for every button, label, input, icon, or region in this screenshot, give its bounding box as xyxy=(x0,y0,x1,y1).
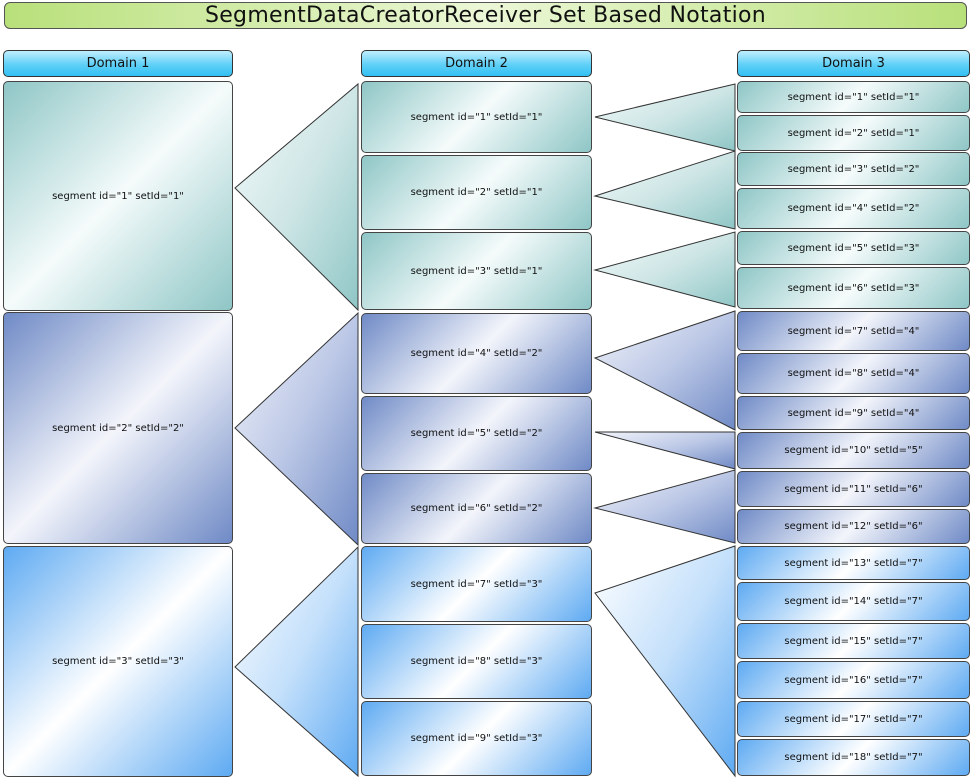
domain-1-segment[interactable]: segment id="1" setId="1" xyxy=(3,81,233,311)
connector-d2-seg4 xyxy=(593,310,736,431)
domain-1-segment[interactable]: segment id="3" setId="3" xyxy=(3,546,233,777)
domain-3-segment[interactable]: segment id="13" setId="7" xyxy=(737,546,970,580)
domain-1-segment[interactable]: segment id="2" setId="2" xyxy=(3,312,233,544)
domain-3-segment[interactable]: segment id="7" setId="4" xyxy=(737,311,970,351)
domain-2-segment[interactable]: segment id="8" setId="3" xyxy=(361,624,592,699)
connector-d2-seg3 xyxy=(593,231,736,308)
connector-d1-seg3 xyxy=(234,545,359,778)
domain-2-segment[interactable]: segment id="6" setId="2" xyxy=(361,473,592,544)
domain-2-header: Domain 2 xyxy=(361,50,592,77)
domain-3-segment[interactable]: segment id="18" setId="7" xyxy=(737,739,970,776)
domain-3-segment[interactable]: segment id="14" setId="7" xyxy=(737,582,970,621)
connector-d2-seg1 xyxy=(594,83,736,152)
domain-2-segment[interactable]: segment id="4" setId="2" xyxy=(361,313,592,394)
domain-1-header: Domain 1 xyxy=(3,50,233,77)
connector-d1-seg1 xyxy=(234,82,359,312)
connector-d2-seg5 xyxy=(594,431,736,470)
domain-3-segment[interactable]: segment id="10" setId="5" xyxy=(737,432,970,469)
domain-3-segment[interactable]: segment id="6" setId="3" xyxy=(737,267,970,309)
diagram-title: SegmentDataCreatorReceiver Set Based Not… xyxy=(4,2,967,29)
domain-3-segment[interactable]: segment id="8" setId="4" xyxy=(737,353,970,394)
domain-3-segment[interactable]: segment id="5" setId="3" xyxy=(737,231,970,265)
domain-3-segment[interactable]: segment id="1" setId="1" xyxy=(737,81,970,113)
connector-d2-seg6 xyxy=(593,469,736,544)
domain-2-segment[interactable]: segment id="7" setId="3" xyxy=(361,546,592,622)
connector-d1-seg2 xyxy=(234,311,359,547)
domain-3-segment[interactable]: segment id="16" setId="7" xyxy=(737,661,970,699)
domain-3-segment[interactable]: segment id="17" setId="7" xyxy=(737,701,970,737)
domain-2-segment[interactable]: segment id="1" setId="1" xyxy=(361,81,592,153)
domain-3-segment[interactable]: segment id="4" setId="2" xyxy=(737,188,970,229)
connector-d2-seg2 xyxy=(593,150,736,230)
domain-3-segment[interactable]: segment id="12" setId="6" xyxy=(737,509,970,544)
domain-3-segment[interactable]: segment id="2" setId="1" xyxy=(737,115,970,151)
domain-2-segment[interactable]: segment id="3" setId="1" xyxy=(361,232,592,310)
domain-3-segment[interactable]: segment id="15" setId="7" xyxy=(737,623,970,659)
domain-3-segment[interactable]: segment id="11" setId="6" xyxy=(737,471,970,507)
domain-2-segment[interactable]: segment id="9" setId="3" xyxy=(361,701,592,776)
domain-2-segment[interactable]: segment id="5" setId="2" xyxy=(361,396,592,471)
domain-3-header: Domain 3 xyxy=(737,50,970,77)
domain-3-segment[interactable]: segment id="3" setId="2" xyxy=(737,152,970,186)
domain-2-segment[interactable]: segment id="2" setId="1" xyxy=(361,155,592,230)
domain-3-segment[interactable]: segment id="9" setId="4" xyxy=(737,396,970,430)
connector-d2-seg7 xyxy=(594,545,736,778)
